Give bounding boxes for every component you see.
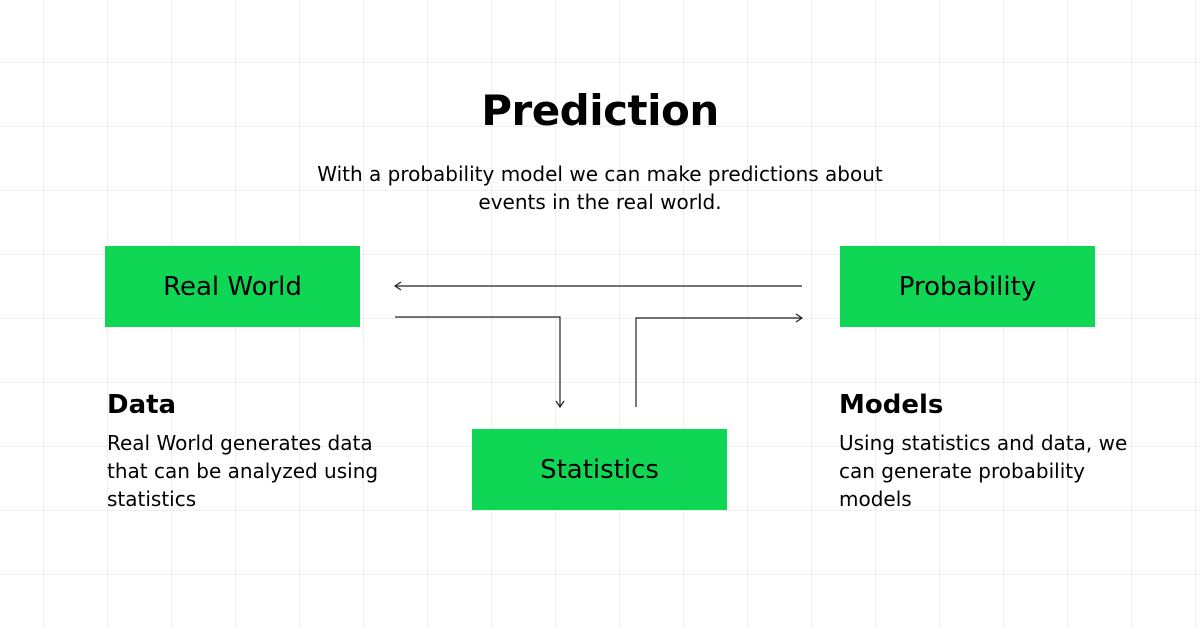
arrow-statistics-to-probability xyxy=(635,313,804,407)
arrow-real-world-to-statistics xyxy=(395,316,565,409)
real-world-label: Real World xyxy=(163,271,302,302)
statistics-node: Statistics xyxy=(472,429,727,510)
diagram-subtitle: With a probability model we can make pre… xyxy=(317,162,883,214)
probability-label: Probability xyxy=(898,271,1037,302)
arrow-probability-to-real-world xyxy=(393,281,802,291)
diagram-title: Prediction xyxy=(481,86,719,135)
models-description: Using statistics and data, we can genera… xyxy=(839,431,1128,511)
data-description: Real World generates data that can be an… xyxy=(107,431,379,511)
statistics-label: Statistics xyxy=(540,454,659,485)
models-heading: Models xyxy=(839,390,944,420)
real-world-node: Real World xyxy=(105,246,360,327)
data-heading: Data xyxy=(107,390,177,420)
probability-node: Probability xyxy=(840,246,1095,327)
